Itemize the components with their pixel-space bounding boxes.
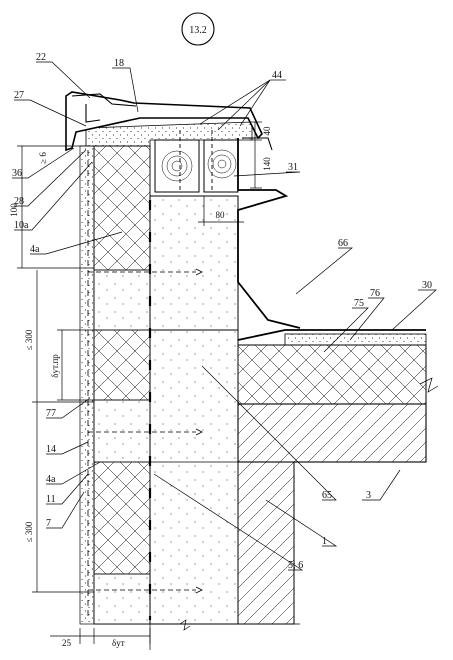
concrete-column [237,461,295,625]
dim-80: 80 [216,210,226,220]
labels: 22 18 44 27 31 36 28 10а 4а 66 30 76 75 … [12,52,432,571]
label-65: 65 [322,490,332,501]
dim-300-top: ≤ 300 [24,329,34,350]
label-3: 3 [366,490,371,501]
plaster-layer [79,145,95,625]
dim-delta-ut: δут [112,638,125,648]
label-1: 1 [322,536,327,547]
dim-140: 140 [262,157,272,171]
label-76: 76 [370,288,380,299]
label-27: 27 [14,90,24,101]
label-77: 77 [46,408,56,419]
label-75: 75 [354,298,364,309]
dim-80-group: 80 [198,196,244,226]
label-36: 36 [12,168,22,179]
dims-right: 40 140 [250,121,272,189]
roof-membrane [237,329,426,341]
label-11: 11 [46,494,56,505]
dim-300-bottom: ≤ 300 [24,521,34,542]
dim-delta-ut-pr: δут.пр [50,354,60,378]
dim-100: 100 [9,203,19,217]
label-18: 18 [114,58,124,69]
dim-6: ≥ 6 [38,152,48,164]
roof-screed [284,333,427,346]
slab-break-mark [419,377,439,393]
dim-25: 25 [62,638,72,648]
label-7: 7 [46,518,51,529]
roof-insulation [237,344,427,405]
sheet-number: 13.2 [189,25,207,36]
label-22: 22 [36,52,46,63]
masonry-wall [149,195,239,625]
wooden-block-right [203,139,239,193]
label-4a-bottom: 4а [46,474,56,485]
wooden-block-left [154,139,200,193]
leaders [12,61,437,571]
anchors [88,268,203,594]
label-66: 66 [338,238,348,249]
label-28: 28 [14,196,24,207]
bottom-dimensions: 25 δут [50,619,300,650]
wood-grain [161,149,237,182]
metal-cap [65,91,263,152]
insulation-layer [93,145,151,625]
label-31: 31 [288,162,298,173]
label-44: 44 [272,70,282,81]
roof-slab [237,403,427,463]
label-10a: 10а [14,220,29,231]
label-14: 14 [46,444,56,455]
sheet-number-badge: 13.2 [181,12,215,46]
dim-40: 40 [262,126,272,136]
left-dimensions: ≥ 6 100 ≤ 300 ≤ 300 δут.пр [9,145,94,593]
label-4a-top: 4а [30,244,40,255]
label-5-6: 5; 6 [288,560,303,571]
side-flashing [237,138,301,329]
label-30: 30 [422,280,432,291]
